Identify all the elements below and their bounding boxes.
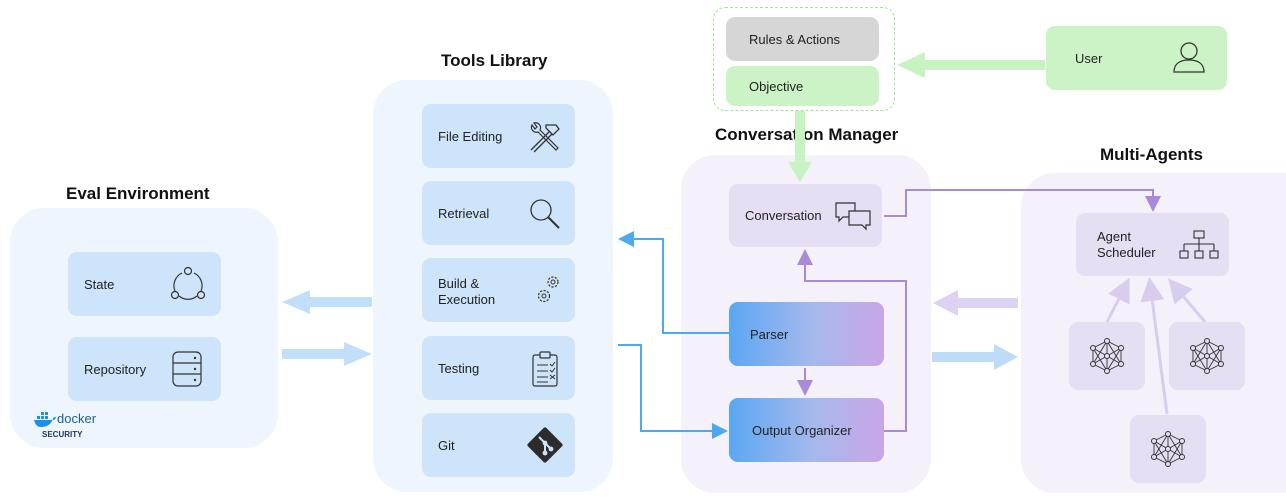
retrieval-label: Retrieval (438, 205, 490, 221)
objective-box[interactable]: Objective (726, 66, 879, 106)
multi-agents-title: Multi-Agents (1100, 145, 1203, 164)
neural-network-icon (1087, 336, 1127, 376)
docker-logo-text: docker (57, 411, 97, 426)
conversation-manager-title: Conversation Manager (715, 125, 899, 144)
database-icon (170, 349, 204, 389)
git-box[interactable]: Git (422, 413, 575, 477)
file-editing-box[interactable]: File Editing (422, 104, 575, 168)
parser-box[interactable]: Parser (729, 302, 884, 366)
testing-box[interactable]: Testing (422, 336, 575, 400)
repository-label: Repository (84, 361, 147, 377)
scheduler-line2: Scheduler (1097, 244, 1156, 260)
user-label: User (1075, 50, 1103, 66)
docker-logo-subtext: SECURITY (42, 430, 83, 439)
clipboard-checklist-icon (530, 350, 560, 388)
rules-actions-label: Rules & Actions (749, 31, 841, 47)
testing-label: Testing (438, 360, 480, 376)
neural-network-icon (1148, 429, 1188, 469)
org-chart-icon (1179, 229, 1219, 263)
git-icon (524, 424, 566, 466)
build-execution-label: Build & Execution (438, 276, 495, 308)
file-editing-label: File Editing (438, 128, 503, 144)
env-tools-arrows (282, 290, 372, 366)
eval-environment-title: Eval Environment (66, 184, 210, 203)
state-label: State (84, 276, 115, 292)
agent-scheduler-box[interactable]: Agent Scheduler (1076, 213, 1229, 276)
agent-scheduler-label: Agent Scheduler (1097, 229, 1156, 261)
user-icon (1170, 39, 1208, 77)
build-execution-box[interactable]: Build & Execution (422, 258, 575, 322)
tools-library-title: Tools Library (441, 51, 548, 70)
eval-environment-panel (10, 208, 278, 448)
build-label-line2: Execution (438, 292, 496, 307)
retrieval-box[interactable]: Retrieval (422, 181, 575, 245)
gears-icon (535, 272, 565, 308)
repository-box[interactable]: Repository (68, 337, 221, 401)
agent-box-left[interactable] (1069, 322, 1145, 390)
output-organizer-label: Output Organizer (752, 422, 852, 438)
build-label-line1: Build & (438, 276, 480, 291)
user-box[interactable]: User (1046, 26, 1227, 90)
hammer-wrench-icon (526, 119, 562, 155)
neural-network-icon (1187, 336, 1227, 376)
cycle-icon (168, 265, 208, 303)
rules-actions-box[interactable]: Rules & Actions (726, 17, 879, 61)
chat-bubbles-icon (833, 200, 873, 232)
output-organizer-box[interactable]: Output Organizer (729, 398, 884, 462)
parser-label: Parser (750, 326, 789, 342)
state-box[interactable]: State (68, 252, 221, 316)
conversation-box[interactable]: Conversation (729, 184, 882, 247)
agent-box-right[interactable] (1169, 322, 1245, 390)
magnifier-icon (527, 196, 563, 232)
docker-logo: docker SECURITY (33, 410, 123, 444)
git-label: Git (438, 437, 455, 453)
objective-label: Objective (749, 78, 804, 94)
conversation-label: Conversation (745, 208, 822, 223)
agent-box-bottom[interactable] (1130, 415, 1206, 483)
scheduler-line1: Agent (1097, 228, 1131, 244)
